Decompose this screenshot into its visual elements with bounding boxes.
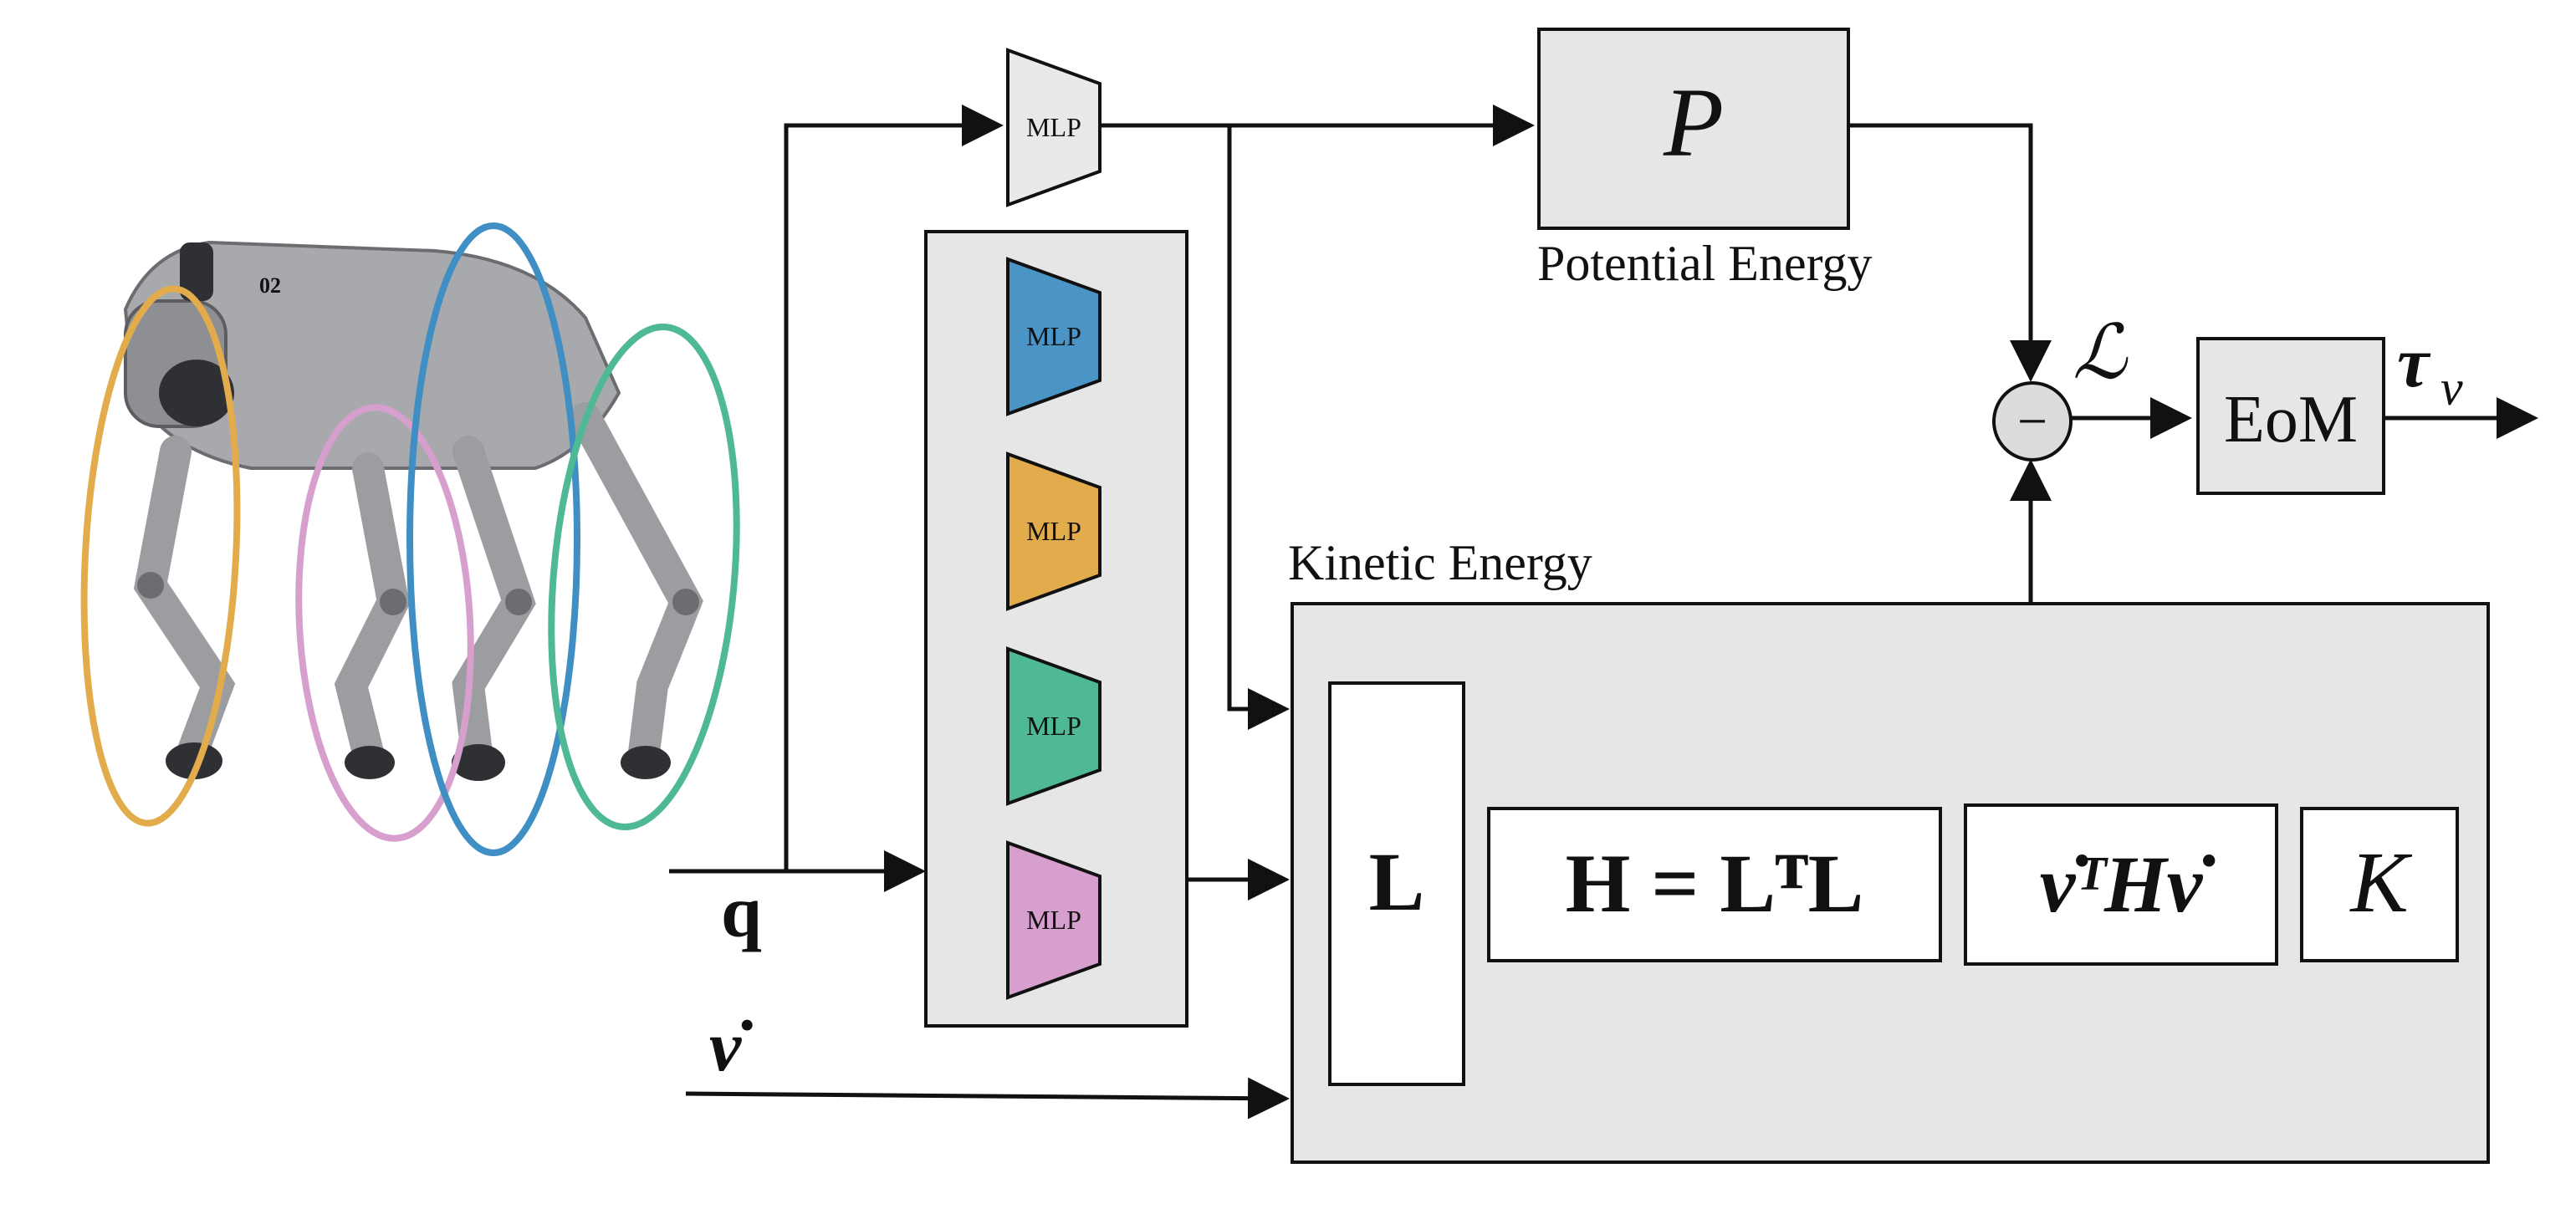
mlp-pink	[1006, 840, 1101, 1000]
minus-node	[1992, 381, 2073, 462]
robot-number-decal: 02	[259, 273, 281, 298]
potential-box	[1537, 28, 1850, 230]
connectors	[669, 105, 2538, 1120]
quadratic-box	[1964, 803, 2278, 966]
top-mlp-label: MLP	[1026, 112, 1081, 142]
leg-ellipse-pink	[295, 404, 474, 842]
K-box	[2300, 807, 2459, 962]
mlp-blue-label: MLP	[1026, 321, 1081, 351]
mlp-green	[1006, 646, 1101, 806]
mlp-stack: MLP MLP MLP MLP	[924, 230, 1188, 1028]
kinetic-caption: Kinetic Energy	[1288, 535, 1592, 590]
input-q-label: q	[721, 872, 762, 953]
potential-energy-block: P Potential Energy	[1537, 28, 1873, 291]
mlp-blue	[1006, 257, 1101, 416]
lagrangian-subtraction: − ℒ	[1992, 312, 2129, 462]
eom-block: EoM τ ν	[2196, 322, 2463, 495]
leg-ellipse-blue	[406, 222, 580, 856]
H-box-label: H = LᵀL	[1566, 837, 1864, 930]
potential-caption: Potential Energy	[1537, 236, 1873, 291]
eom-label: EoM	[2224, 383, 2358, 457]
mlp-orange-label: MLP	[1026, 516, 1081, 546]
L-box-label: L	[1369, 835, 1425, 928]
eom-box	[2196, 337, 2385, 495]
potential-symbol: P	[1663, 68, 1724, 177]
leg-ellipse-green	[548, 323, 740, 831]
minus-symbol: −	[2017, 391, 2047, 451]
mlp-pink-label: MLP	[1026, 905, 1081, 935]
L-box	[1328, 681, 1465, 1086]
leg-ellipse-orange	[80, 285, 241, 827]
quadruped-robot-illustration: 02	[80, 222, 740, 856]
kinetic-energy-block: Kinetic Energy L H = LᵀL ν̇ᵀHν̇ K	[1288, 535, 2490, 1164]
torque-symbol: τ	[2397, 322, 2431, 402]
top-mlp: MLP	[1006, 48, 1101, 207]
mlp-green-label: MLP	[1026, 711, 1081, 741]
torque-subscript: ν	[2441, 360, 2463, 416]
K-box-label: K	[2349, 834, 2412, 931]
quadratic-box-label: ν̇ᵀHν̇	[2040, 839, 2216, 929]
input-nu-dot-label: ν̇	[709, 1006, 753, 1086]
mlp-orange	[1006, 451, 1101, 611]
lagrangian-symbol: ℒ	[2073, 312, 2129, 395]
H-box	[1487, 807, 1942, 962]
